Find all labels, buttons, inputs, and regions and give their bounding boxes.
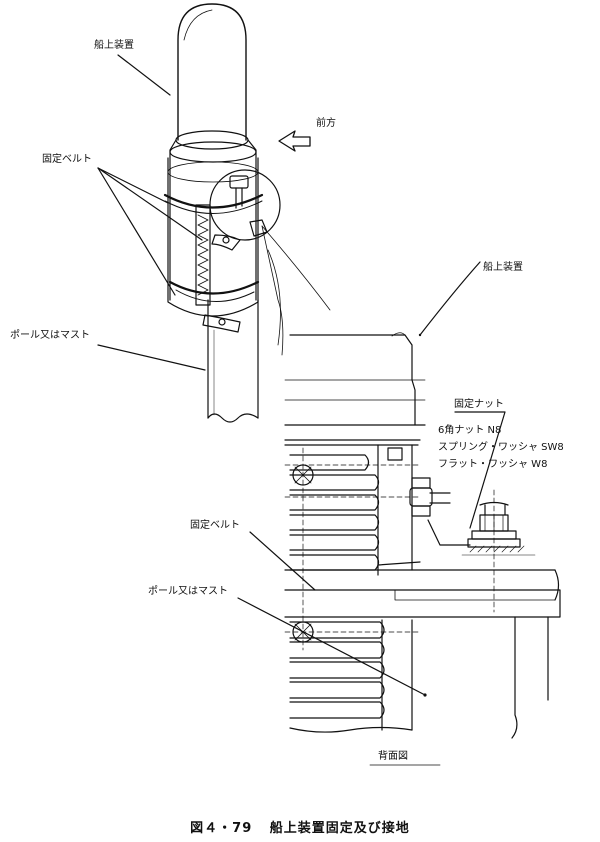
lower-belt [168, 280, 260, 295]
label-top-device: 船上装置 [94, 40, 134, 51]
label-top-belt: 固定ベルト [42, 154, 92, 165]
pole-body [207, 299, 259, 419]
radome-dome [177, 3, 247, 141]
device-outline [289, 334, 416, 426]
label-fixing-nut: 固定ナット [454, 399, 504, 410]
label-top-pole: ポール又はマスト [10, 330, 90, 341]
clamp-spring [197, 214, 209, 296]
radome-collar [175, 130, 249, 150]
label-hex-nut: 6角ナット N8 [438, 425, 502, 436]
label-flat-washer: フラット・ワッシャ W8 [438, 459, 548, 470]
label-spring-washer: スプリング・ワッシャ SW8 [438, 442, 564, 453]
label-right-device: 船上装置 [483, 262, 523, 273]
caption-title: 船上装置固定及び接地 [269, 821, 410, 836]
forward-arrow [278, 130, 311, 152]
label-bottom-pole: ポール又はマスト [148, 586, 228, 597]
label-forward: 前方 [316, 118, 336, 129]
detail-circle [209, 169, 281, 241]
figure-caption: 図４・79 船上装置固定及び接地 [0, 817, 600, 836]
label-rear-view: 背面図 [378, 751, 408, 762]
lower-fins [289, 621, 385, 719]
caption-number: 図４・79 [190, 821, 253, 836]
upper-belt [163, 193, 264, 209]
label-bottom-belt: 固定ベルト [190, 520, 240, 531]
